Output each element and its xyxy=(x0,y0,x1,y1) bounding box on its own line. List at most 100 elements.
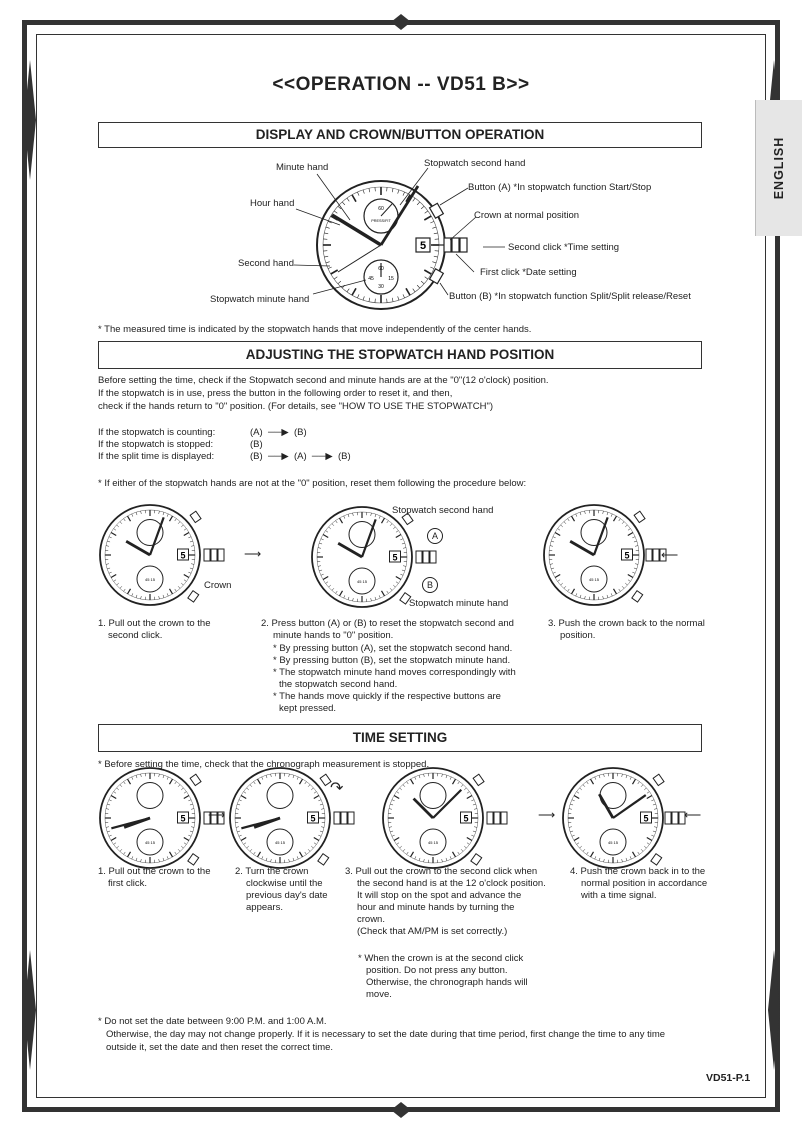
ts-watch-2-tick xyxy=(246,787,249,791)
ts-watch-4-tick xyxy=(586,851,589,855)
ts-watch-2-tick xyxy=(270,773,272,777)
ts-watch-1-button-b xyxy=(187,852,200,866)
watch-step2-tick xyxy=(389,523,393,526)
ts-watch-1-tick xyxy=(168,851,174,858)
ts-watch-1-tick xyxy=(116,845,119,849)
ts-watch-3-tick xyxy=(423,859,425,863)
watch-step3-tick xyxy=(627,528,631,531)
ts-watch-2-tick xyxy=(265,857,268,861)
ts-watch-3-hour-hand xyxy=(412,797,434,819)
arrow-ts-3-4: ⟶ xyxy=(538,808,556,822)
ts-watch-1-tick xyxy=(135,775,138,779)
ts-watch-2-button-a xyxy=(319,773,332,787)
label-stopwatch-second-hand: Stopwatch second hand xyxy=(424,158,526,169)
step2-2-line-8: kept pressed. xyxy=(279,703,337,714)
circle-a-label: A xyxy=(427,528,443,544)
watch-step3-tick xyxy=(584,510,586,514)
watch-step2-tick xyxy=(386,590,389,594)
state-seq-split: (B) ──▶ (A) ──▶ (B) xyxy=(250,451,351,462)
ts-watch-2-minute-hand xyxy=(241,816,281,830)
watch-step2-tick xyxy=(352,512,354,516)
watch-step3-tick xyxy=(606,594,609,598)
watch-step2-tick xyxy=(386,520,389,524)
ts-watch-1-tick xyxy=(188,799,192,802)
ornament-top xyxy=(351,14,451,30)
ts-watch-3-crown-segment xyxy=(500,811,508,825)
step2-3-line-1: 3. Push the crown back to the normal xyxy=(548,618,705,629)
ts-watch-4-tick xyxy=(594,776,597,780)
watch-step3-tick xyxy=(625,582,628,586)
watch-step2-tick xyxy=(317,547,321,549)
watch-step3-tick xyxy=(610,593,613,597)
ts-watch-3-tick xyxy=(390,830,394,833)
ts-watch-2-tick xyxy=(256,778,262,785)
watch-step2-tick xyxy=(320,538,324,541)
ts-watch-3-tick xyxy=(445,775,448,779)
ts-watch-2-tick xyxy=(298,778,304,785)
ts-watch-3-tick xyxy=(414,856,417,860)
ts-watch-4-tick xyxy=(594,856,597,860)
watch-step2-tick xyxy=(393,526,396,530)
ts-watch-1-tick xyxy=(158,773,160,777)
ts-watch-1-tick xyxy=(119,784,123,787)
ts-watch-4-tick xyxy=(573,836,580,842)
watch-step1-tick xyxy=(105,545,109,547)
step2-2-line-2: minute hands to "0" position. xyxy=(273,630,394,641)
watch-step1-tick xyxy=(174,518,177,522)
watch-step2-tick xyxy=(378,595,381,599)
watch-step3-tick xyxy=(632,536,636,539)
ts-watch-2-crown-segment xyxy=(333,811,341,825)
watch-step1-tick xyxy=(108,536,112,539)
ts-watch-1-tick xyxy=(177,849,181,852)
section-header-display: DISPLAY AND CROWN/BUTTON OPERATION xyxy=(98,122,702,148)
watch-step3-tick xyxy=(567,518,570,522)
ts-watch-3-sub-text: 45 15 xyxy=(428,840,439,845)
ts-watch-2-tick xyxy=(237,803,241,806)
watch-step3-tick xyxy=(621,586,625,589)
watch-step3-tick xyxy=(627,531,634,537)
watch-step2-tick xyxy=(319,569,323,572)
watch-step2-tick xyxy=(335,590,338,594)
ts-watch-3-tick xyxy=(451,778,457,785)
ts-watch-2-tick xyxy=(288,859,290,863)
ts-step2-line-2: clockwise until the xyxy=(246,878,323,889)
watch-step1-tick xyxy=(123,588,126,592)
label-button-b: Button (B) *In stopwatch function Split/… xyxy=(449,291,691,302)
watch-step1-tick xyxy=(188,536,192,539)
watch-step1-tick xyxy=(158,510,160,514)
watch-step2-tick xyxy=(328,584,331,588)
watch-step2-date-window xyxy=(389,550,401,563)
ts-watch-4-crown-segment xyxy=(678,811,686,825)
watch-step3-tick xyxy=(552,571,556,574)
ts-watch-2-date-window xyxy=(307,811,319,824)
ornament-bottom xyxy=(351,1102,451,1118)
watch-step3-date-window xyxy=(621,548,633,561)
ts-step3-note-2: position. Do not press any button. xyxy=(366,965,508,976)
watch-step1-tick xyxy=(188,571,192,574)
watch-step2-tick xyxy=(401,569,405,572)
ts-watch-2-tick xyxy=(319,803,323,806)
watch-step2-tick xyxy=(395,581,399,584)
watch-step1-tick xyxy=(107,540,111,543)
ts-watch-1-tick xyxy=(188,834,192,837)
ts-watch-3-subdial-top xyxy=(419,782,447,809)
watch-step1-tick xyxy=(113,528,117,531)
ts-watch-4-tick xyxy=(646,842,650,845)
label-crown-normal: Crown at normal position xyxy=(474,210,580,221)
watch-step2-tick xyxy=(328,526,331,530)
ts-watch-3-button-b xyxy=(470,852,483,866)
watch-step1-tick xyxy=(168,588,174,595)
label-minute-hand: Minute hand xyxy=(276,162,329,173)
ts-watch-3-tick xyxy=(390,803,394,806)
intro-line-3: check if the hands return to "0" positio… xyxy=(98,401,494,412)
ts-step3-note-3: Otherwise, the chronograph hands will xyxy=(366,977,528,988)
watch-step1-tick xyxy=(110,531,117,537)
ts-watch-1-tick xyxy=(166,856,169,860)
ts-watch-2-tick xyxy=(313,836,320,842)
ts-watch-2-tick xyxy=(296,776,299,780)
watch-step3-tick xyxy=(579,594,582,598)
language-tab[interactable] xyxy=(755,100,802,236)
ts-watch-4-tick xyxy=(646,794,653,800)
ts-watch-3-date-text: 5 xyxy=(463,814,468,824)
watch-step1-subdial-bottom xyxy=(136,565,164,593)
